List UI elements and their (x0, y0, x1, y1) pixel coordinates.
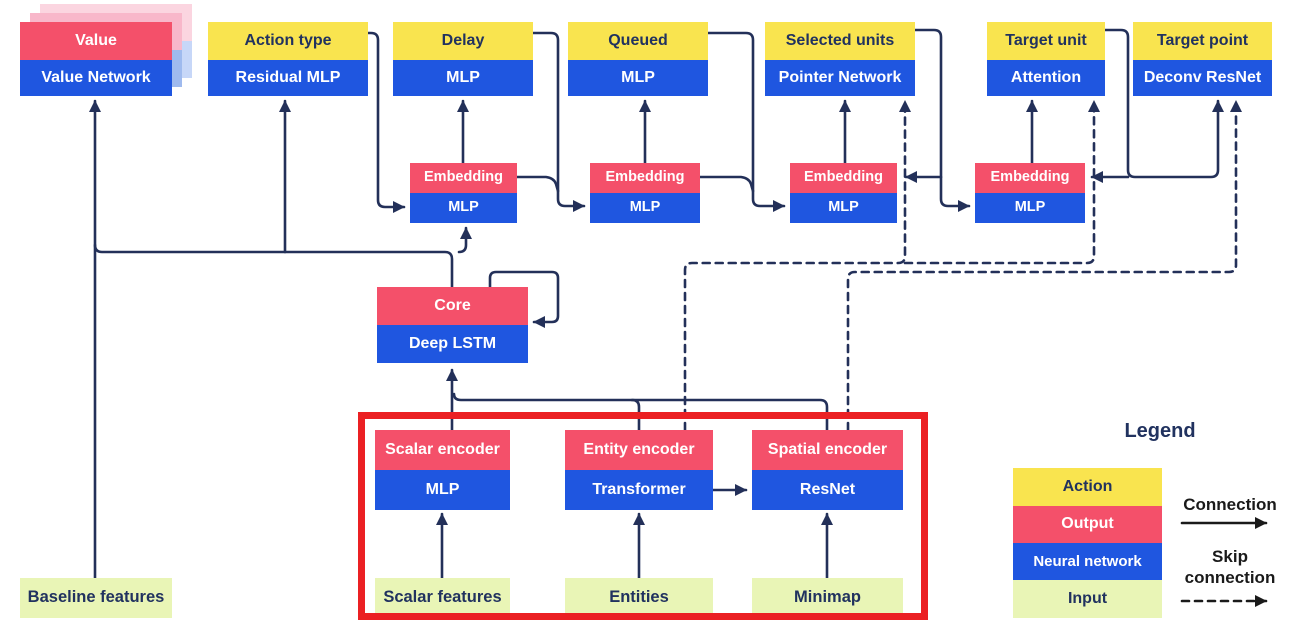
conn-core-output-bus (93, 243, 454, 289)
head-target-point-label: Target point (1133, 22, 1272, 60)
conn-selectedunits-to-embedding4 (913, 28, 971, 212)
legend-skip-line2: connection (1184, 568, 1276, 588)
scalar-encoder-network-label: MLP (375, 470, 510, 510)
embedding-2: Embedding MLP (590, 163, 700, 223)
conn-embedding1-to-embedding2 (515, 175, 560, 193)
legend-swatches: Action Output Neural network Input (1013, 468, 1162, 618)
legend-skip-connection-label: Skip connection (1172, 546, 1288, 589)
conn-delay-to-embedding2 (531, 31, 586, 212)
spatial-encoder-label: Spatial encoder (752, 430, 903, 470)
head-target-point-network-label: Deconv ResNet (1133, 60, 1272, 96)
head-delay-label: Delay (393, 22, 533, 60)
entity-encoder-label: Entity encoder (565, 430, 713, 470)
embedding-4-network-label: MLP (975, 193, 1085, 223)
embedding-2-network-label: MLP (590, 193, 700, 223)
embedding-2-label: Embedding (590, 163, 700, 193)
head-value: Value Value Network (20, 22, 172, 96)
core-block: Core Deep LSTM (377, 287, 528, 363)
embedding-3: Embedding MLP (790, 163, 897, 223)
head-selected-units: Selected units Pointer Network (765, 22, 915, 96)
conn-embedding2-to-embedding3 (698, 175, 755, 193)
input-baseline-features: Baseline features (20, 578, 172, 618)
input-scalar-features: Scalar features (375, 578, 510, 618)
input-entities-label: Entities (565, 578, 713, 618)
head-delay: Delay MLP (393, 22, 533, 96)
entity-encoder-network-label: Transformer (565, 470, 713, 510)
head-selected-units-label: Selected units (765, 22, 915, 60)
head-action-type-label: Action type (208, 22, 368, 60)
legend-connection-label: Connection (1183, 495, 1277, 514)
legend-swatch-input: Input (1013, 580, 1162, 618)
input-minimap-label: Minimap (752, 578, 903, 618)
head-queued-network-label: MLP (568, 60, 708, 96)
legend-swatch-action: Action (1013, 468, 1162, 506)
scalar-encoder-label: Scalar encoder (375, 430, 510, 470)
head-queued: Queued MLP (568, 22, 708, 96)
conn-bus-to-embedding1 (457, 226, 472, 254)
head-action-type-network-label: Residual MLP (208, 60, 368, 96)
input-scalar-features-label: Scalar features (375, 578, 510, 618)
legend-skip-line1: Skip (1212, 547, 1248, 566)
conn-entityenc-to-core-bus (630, 398, 641, 432)
conn-core-self-loop (488, 270, 560, 328)
conn-actiontype-to-embedding1 (366, 31, 406, 213)
head-delay-network-label: MLP (393, 60, 533, 96)
conn-spatialenc-to-core-bus (452, 392, 829, 432)
spatial-encoder: Spatial encoder ResNet (752, 430, 903, 510)
embedding-1-label: Embedding (410, 163, 517, 193)
embedding-3-label: Embedding (790, 163, 897, 193)
head-queued-label: Queued (568, 22, 708, 60)
head-target-unit-network-label: Attention (987, 60, 1105, 96)
embedding-4-label: Embedding (975, 163, 1085, 193)
head-action-type: Action type Residual MLP (208, 22, 368, 96)
embedding-1-network-label: MLP (410, 193, 517, 223)
legend-swatch-output: Output (1013, 506, 1162, 543)
entity-encoder: Entity encoder Transformer (565, 430, 713, 510)
conn-targetunit-to-deconv (1103, 28, 1224, 179)
legend-title: Legend (1124, 420, 1196, 442)
conn-queued-to-embedding3 (706, 31, 786, 212)
scalar-encoder: Scalar encoder MLP (375, 430, 510, 510)
embedding-4: Embedding MLP (975, 163, 1085, 223)
input-baseline-features-label: Baseline features (20, 578, 172, 618)
head-target-unit: Target unit Attention (987, 22, 1105, 96)
embedding-1: Embedding MLP (410, 163, 517, 223)
skip-entityenc-to-attention (903, 99, 1100, 265)
encoder-highlight-rectangle (358, 412, 928, 620)
input-minimap: Minimap (752, 578, 903, 618)
core-label: Core (377, 287, 528, 325)
head-target-point: Target point Deconv ResNet (1133, 22, 1272, 96)
head-selected-units-network-label: Pointer Network (765, 60, 915, 96)
legend-swatch-neural-network: Neural network (1013, 543, 1162, 580)
core-network-label: Deep LSTM (377, 325, 528, 363)
head-value-network-label: Value Network (20, 60, 172, 96)
spatial-encoder-network-label: ResNet (752, 470, 903, 510)
input-entities: Entities (565, 578, 713, 618)
skip-entityenc-to-pointer (683, 99, 911, 432)
embedding-3-network-label: MLP (790, 193, 897, 223)
head-target-unit-label: Target unit (987, 22, 1105, 60)
head-value-output-label: Value (20, 22, 172, 60)
